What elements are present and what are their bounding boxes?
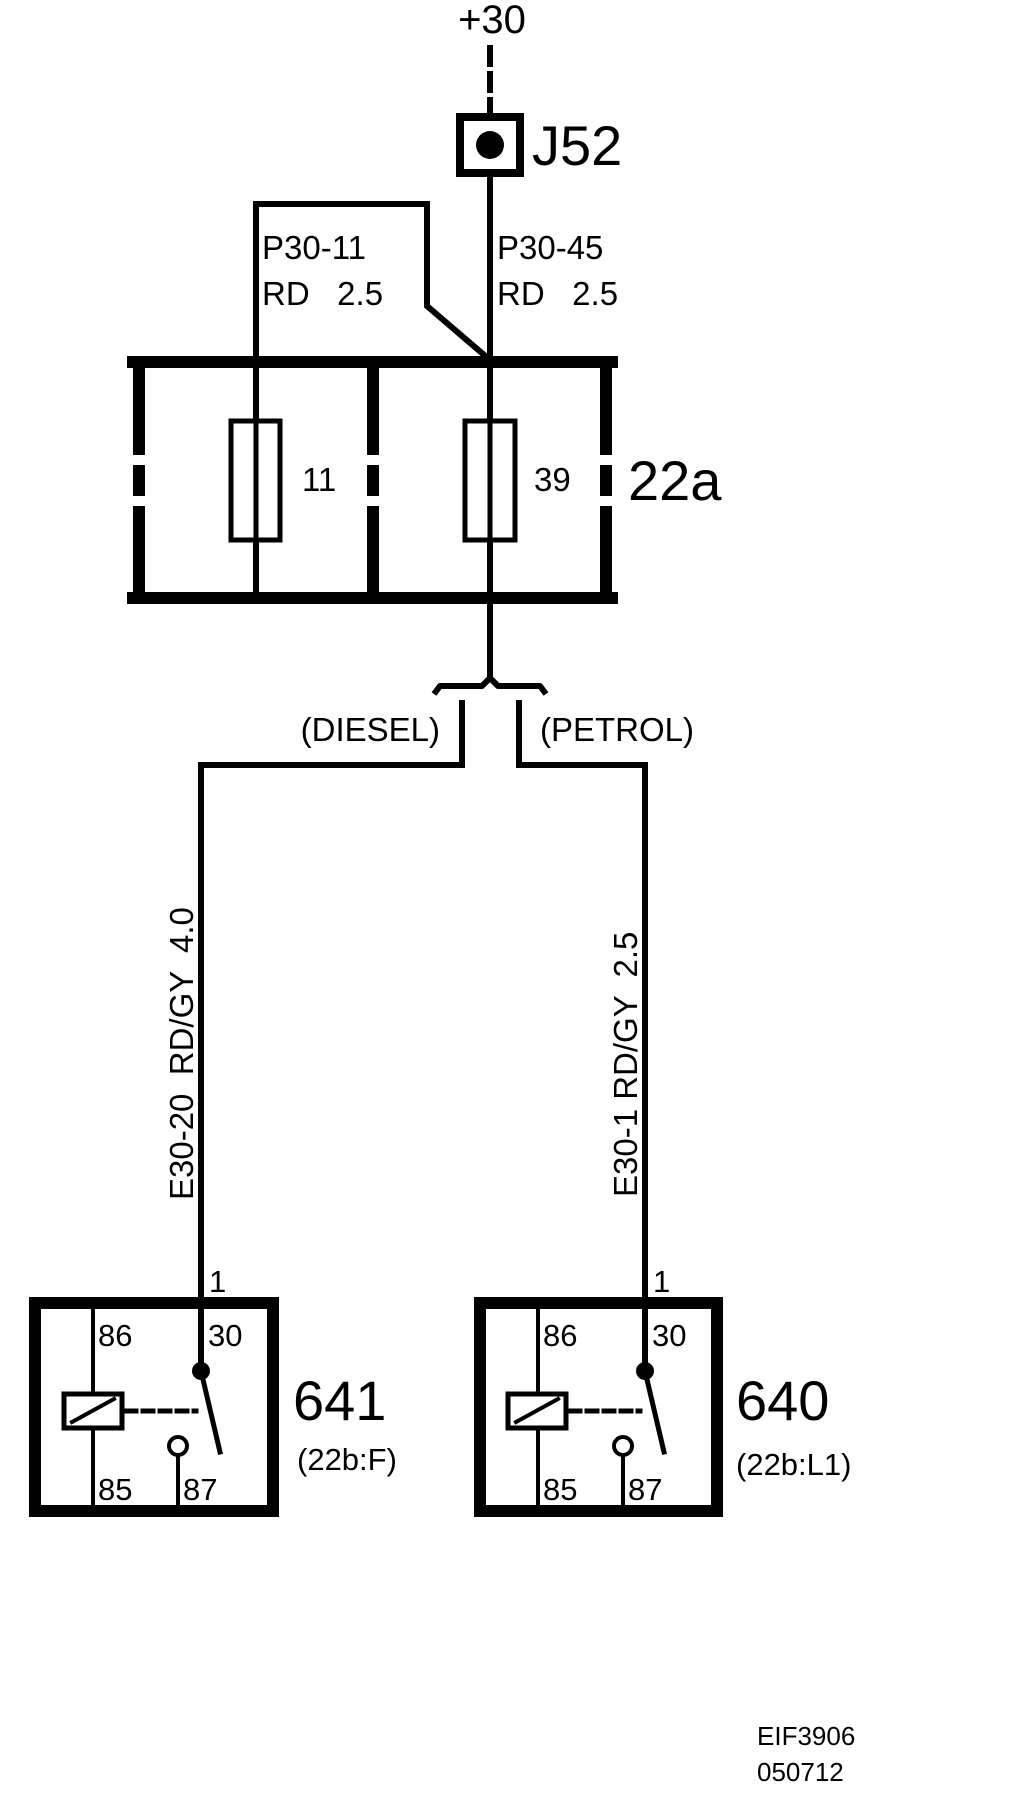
- fuse-39-label: 39: [534, 461, 571, 498]
- junction-j52-dot: [476, 131, 504, 159]
- relay-641-pin-30: 30: [208, 1318, 242, 1353]
- wire-p30-11: [253, 201, 495, 593]
- relay-641-input-pin: 1: [209, 1264, 226, 1299]
- wire-e30-20-label: E30-20 RD/GY 4.0: [163, 907, 200, 1200]
- fuse-box-22a: [127, 356, 618, 604]
- wire-e30-1-label: E30-1 RD/GY 2.5: [607, 932, 644, 1197]
- relay-640-housing: [474, 1297, 723, 1517]
- relay-640-pin-30: 30: [652, 1318, 686, 1353]
- relay-641-contact-arm: [197, 1367, 224, 1456]
- variant-bracket: [431, 675, 549, 696]
- fuse-11-label: 11: [302, 461, 336, 498]
- relay-640-coil-winding: [513, 1396, 561, 1425]
- supply-label: +30: [458, 0, 526, 42]
- junction-label: J52: [532, 114, 622, 177]
- relay-641-pin-85: 85: [98, 1472, 132, 1507]
- variant-diesel-label: (DIESEL): [301, 711, 440, 748]
- relay-640-pin-87: 87: [628, 1472, 662, 1507]
- reference-date: 050712: [757, 1757, 844, 1787]
- relay-640-pin-85: 85: [543, 1472, 577, 1507]
- wire-e30-1: [516, 700, 648, 1371]
- wire-p30-45-spec: RD 2.5: [497, 275, 618, 312]
- relay-640-pin-86: 86: [543, 1318, 577, 1353]
- relay-641: [29, 1297, 279, 1517]
- reference-code: EIF3906: [757, 1721, 855, 1751]
- relay-641-number: 641: [293, 1369, 386, 1432]
- relay-641-pin-87: 87: [183, 1472, 217, 1507]
- relay-640-number: 640: [736, 1369, 829, 1432]
- relay-641-location: (22b:F): [297, 1442, 397, 1477]
- wire-p30-11-spec: RD 2.5: [262, 275, 383, 312]
- relay-640: [474, 1297, 723, 1517]
- relay-640-input-pin: 1: [653, 1264, 670, 1299]
- wire-e30-20: [198, 700, 465, 1371]
- fuse-box-label: 22a: [628, 449, 722, 512]
- relay-640-contact-arm: [641, 1367, 668, 1456]
- relay-641-coil-winding: [69, 1396, 117, 1425]
- relay-641-contact-87: [167, 1435, 189, 1457]
- relay-640-location: (22b:L1): [736, 1447, 851, 1482]
- wire-p30-45-id: P30-45: [497, 229, 603, 266]
- wire-p30-11-id: P30-11: [262, 229, 366, 266]
- relay-641-pin-86: 86: [98, 1318, 132, 1353]
- relay-641-housing: [29, 1297, 279, 1517]
- variant-petrol-label: (PETROL): [540, 711, 694, 748]
- relay-640-contact-87: [612, 1435, 634, 1457]
